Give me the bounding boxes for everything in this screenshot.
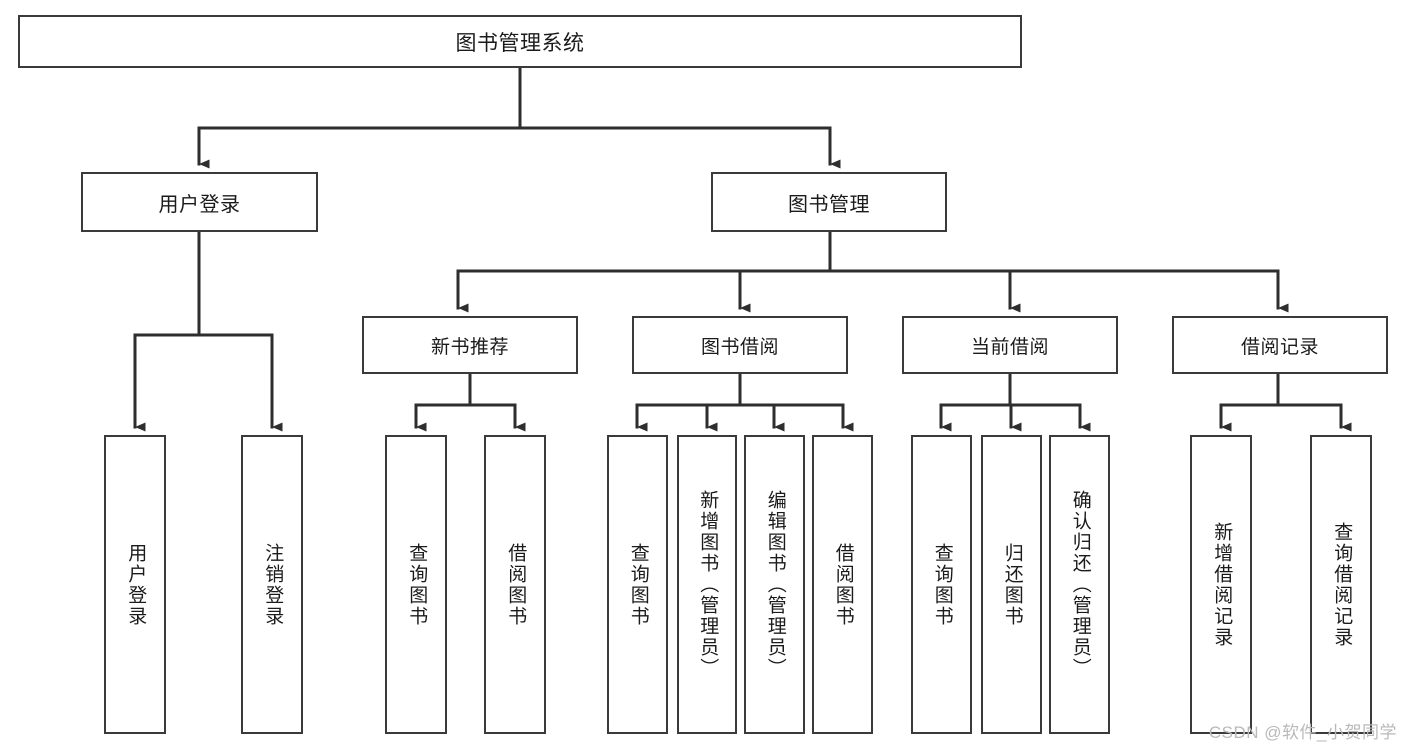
node-leaf-query-book-borrow[interactable]: 查询图书 bbox=[607, 435, 668, 734]
node-label: 归还图书 bbox=[1001, 542, 1023, 627]
node-leaf-add-book-admin[interactable]: 新增图书（管理员） bbox=[677, 435, 737, 734]
node-book-borrow[interactable]: 图书借阅 bbox=[632, 316, 848, 374]
node-leaf-lend-book[interactable]: 借阅图书 bbox=[812, 435, 873, 734]
node-label: 图书借阅 bbox=[700, 336, 779, 358]
node-borrow-record[interactable]: 借阅记录 bbox=[1172, 316, 1388, 374]
node-label: 查询图书 bbox=[627, 542, 649, 627]
node-leaf-query-book-current[interactable]: 查询图书 bbox=[911, 435, 972, 734]
node-label: 新增图书（管理员） bbox=[697, 490, 719, 679]
node-current-borrow[interactable]: 当前借阅 bbox=[902, 316, 1118, 374]
node-label: 新书推荐 bbox=[430, 336, 509, 358]
node-leaf-user-login[interactable]: 用户登录 bbox=[104, 435, 166, 734]
node-label: 查询图书 bbox=[406, 542, 428, 627]
node-user-login[interactable]: 用户登录 bbox=[81, 172, 318, 232]
csdn-watermark: CSDN @软件_小贺同学 bbox=[1208, 723, 1397, 742]
node-label: 图书管理系统 bbox=[455, 31, 585, 55]
node-label: 查询借阅记录 bbox=[1331, 521, 1353, 648]
node-label: 借阅记录 bbox=[1240, 336, 1319, 358]
node-label: 当前借阅 bbox=[970, 336, 1049, 358]
node-leaf-return-book[interactable]: 归还图书 bbox=[981, 435, 1042, 734]
node-label: 查询图书 bbox=[931, 542, 953, 627]
node-leaf-edit-book-admin[interactable]: 编辑图书（管理员） bbox=[744, 435, 805, 734]
node-book-manage[interactable]: 图书管理 bbox=[711, 172, 947, 232]
node-label: 用户登录 bbox=[158, 193, 241, 216]
node-leaf-query-book-rec[interactable]: 查询图书 bbox=[385, 435, 447, 734]
node-root-system[interactable]: 图书管理系统 bbox=[18, 15, 1022, 68]
node-label: 用户登录 bbox=[125, 542, 147, 627]
node-label: 借阅图书 bbox=[505, 542, 527, 627]
node-label: 借阅图书 bbox=[832, 542, 854, 627]
node-label: 新增借阅记录 bbox=[1211, 521, 1233, 648]
node-label: 注销登录 bbox=[262, 542, 284, 627]
node-leaf-confirm-return-admin[interactable]: 确认归还（管理员） bbox=[1049, 435, 1110, 734]
node-label: 编辑图书（管理员） bbox=[764, 490, 786, 679]
node-leaf-query-borrow-record[interactable]: 查询借阅记录 bbox=[1310, 435, 1372, 734]
node-leaf-user-logout[interactable]: 注销登录 bbox=[241, 435, 303, 734]
node-label: 确认归还（管理员） bbox=[1069, 490, 1091, 679]
node-leaf-add-borrow-record[interactable]: 新增借阅记录 bbox=[1190, 435, 1252, 734]
node-new-book-recommend[interactable]: 新书推荐 bbox=[362, 316, 578, 374]
node-label: 图书管理 bbox=[788, 193, 870, 216]
node-leaf-borrow-book-rec[interactable]: 借阅图书 bbox=[484, 435, 546, 734]
